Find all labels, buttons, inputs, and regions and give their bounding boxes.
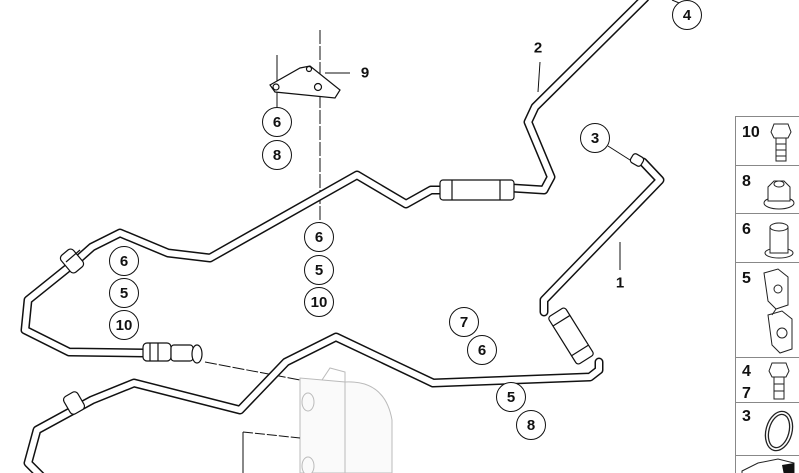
hex-nut-icon <box>763 180 795 210</box>
panel-item-8[interactable]: 8 <box>735 165 799 214</box>
panel-number: 5 <box>742 270 751 287</box>
o-ring-icon <box>764 410 794 452</box>
callout-6[interactable]: 6 <box>109 246 139 276</box>
callout-8[interactable]: 8 <box>516 410 546 440</box>
callout-10[interactable]: 10 <box>109 310 139 340</box>
callout-6[interactable]: 6 <box>304 222 334 252</box>
panel-item-6[interactable]: 6 <box>735 213 799 263</box>
callout-10[interactable]: 10 <box>304 287 334 317</box>
panel-number: 3 <box>742 408 751 425</box>
part-label-1: 1 <box>615 274 625 292</box>
panel-item-5[interactable]: 5 <box>735 262 799 358</box>
clip-icon <box>763 268 793 354</box>
callout-4[interactable]: 4 <box>672 0 702 30</box>
panel-number: 7 <box>742 385 751 402</box>
pipe-end <box>629 153 645 167</box>
callout-5[interactable]: 5 <box>304 255 334 285</box>
hose-connector-lower <box>548 307 594 365</box>
hex-bolt-icon <box>770 123 792 162</box>
hose-crimp-upper <box>59 248 85 274</box>
callout-7[interactable]: 7 <box>449 307 479 337</box>
more-arrow-icon <box>741 458 795 473</box>
callout-5[interactable]: 5 <box>109 278 139 308</box>
callout-8[interactable]: 8 <box>262 140 292 170</box>
callout-3[interactable]: 3 <box>580 123 610 153</box>
hose-fitting <box>142 342 203 364</box>
panel-item-3[interactable]: 3 <box>735 402 799 456</box>
sleeve-icon <box>764 222 794 259</box>
panel-number: 6 <box>742 221 751 238</box>
part-label-9: 9 <box>360 64 370 82</box>
hose-connector-upper <box>439 179 515 201</box>
callout-6[interactable]: 6 <box>262 107 292 137</box>
bracket <box>269 65 341 99</box>
short-bolt-icon <box>768 362 790 400</box>
part-label-2: 2 <box>533 39 543 57</box>
panel-item-4-7[interactable]: 4 7 <box>735 357 799 403</box>
panel-item-10[interactable]: 10 <box>735 116 799 166</box>
panel-number: 8 <box>742 173 751 190</box>
callout-5[interactable]: 5 <box>496 382 526 412</box>
callout-6[interactable]: 6 <box>467 335 497 365</box>
panel-number: 10 <box>742 124 760 141</box>
panel-item-more[interactable] <box>735 455 799 473</box>
hose-crimp-lower <box>62 391 86 415</box>
panel-number: 4 <box>742 363 751 380</box>
oil-cooler <box>299 367 393 473</box>
hose-drawing <box>20 0 685 473</box>
leader-lines <box>204 0 685 473</box>
